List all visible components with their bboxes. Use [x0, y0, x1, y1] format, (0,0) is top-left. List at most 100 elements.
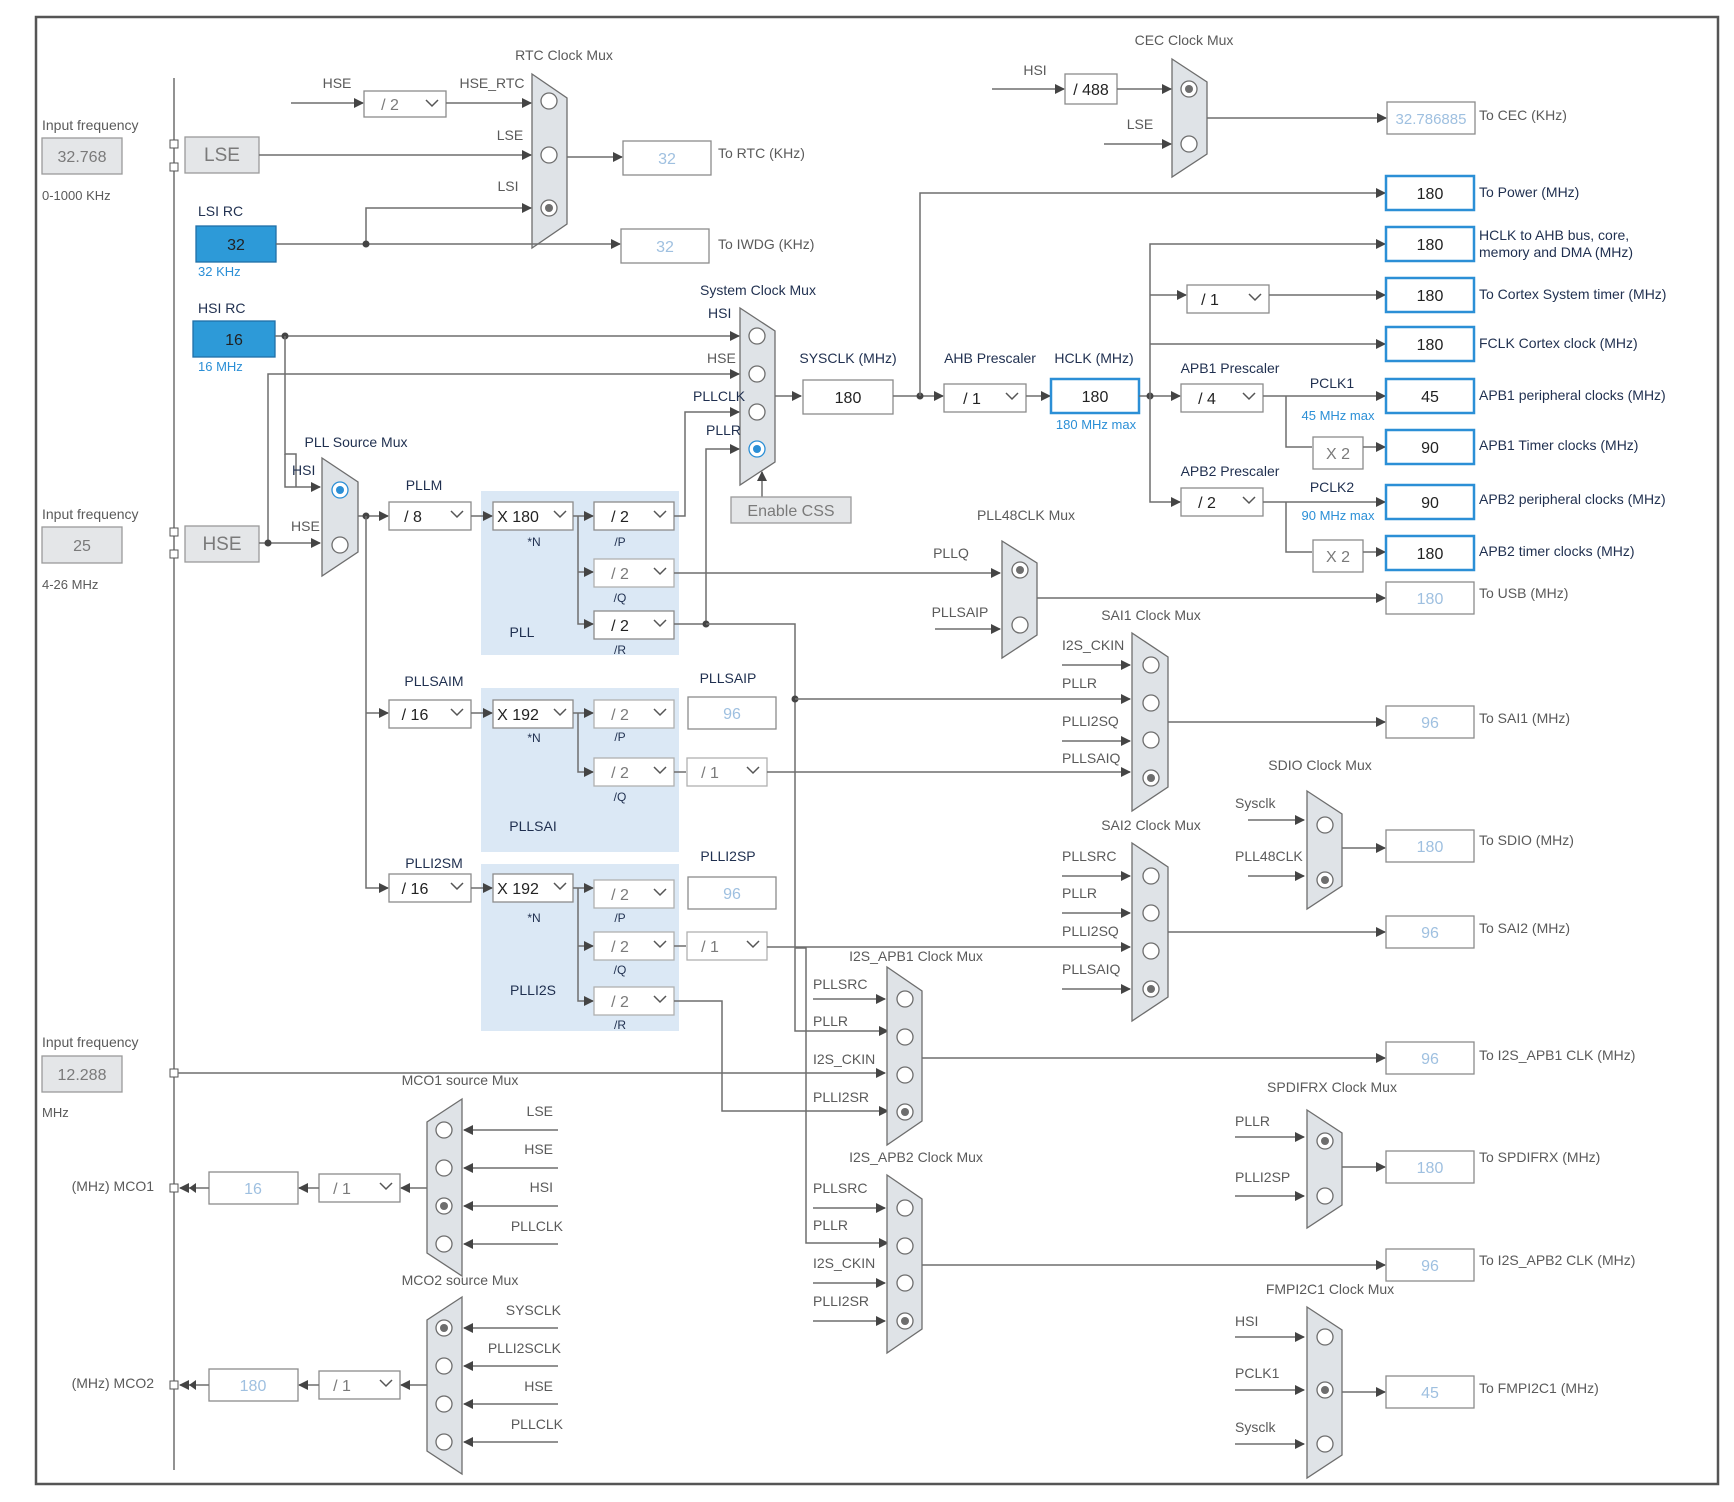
pll48clk-mux[interactable] — [1001, 539, 1038, 660]
enable-css-button[interactable] — [730, 496, 852, 524]
i2s-apb1-radio-i2s-ckin[interactable] — [896, 1066, 914, 1084]
i2s-apb1-radio-pllr[interactable] — [896, 1028, 914, 1046]
i2s-apb2-radio-i2s-ckin[interactable] — [896, 1274, 914, 1292]
sdio-output-field[interactable] — [1385, 829, 1475, 863]
pllsaiq-divider-value: / 1 — [701, 765, 719, 782]
sysclk-radio-hsi[interactable] — [748, 327, 766, 345]
mco2-radio-pllclk[interactable] — [435, 1433, 453, 1451]
fmpi2c1-radio-sysclk[interactable] — [1316, 1435, 1334, 1453]
apb2-timer-multiplier[interactable] — [1312, 539, 1364, 573]
cortex-output-field[interactable] — [1384, 276, 1476, 314]
apb2-peripheral-output-field[interactable] — [1384, 483, 1476, 521]
pllm-select[interactable] — [388, 501, 472, 531]
sai1-pllsaiq-label: PLLSAIQ — [1062, 750, 1120, 766]
double-arrow-icon — [189, 1380, 196, 1390]
pllp-value: / 2 — [611, 509, 629, 526]
system-clock-mux[interactable] — [739, 306, 776, 487]
sai2-clock-mux[interactable] — [1131, 841, 1169, 1023]
power-output-field[interactable] — [1384, 174, 1476, 212]
sai1-clock-mux[interactable] — [1131, 631, 1169, 813]
pllsaiq-value: / 2 — [611, 765, 629, 782]
apb1-timer-multiplier[interactable] — [1312, 436, 1364, 470]
i2s-apb1-output-field[interactable] — [1385, 1041, 1475, 1075]
lse-block[interactable] — [184, 136, 260, 174]
cec-divider-field[interactable] — [1064, 73, 1118, 105]
rtc-hse-divider-select[interactable] — [363, 90, 447, 118]
sdio-radio-sysclk[interactable] — [1316, 816, 1334, 834]
i2s-apb2-output-field[interactable] — [1385, 1248, 1475, 1282]
sai2-radio-plli2sq[interactable] — [1142, 942, 1160, 960]
hclk-label: HCLK (MHz) — [1054, 350, 1133, 366]
fmpi2c1-radio-hsi[interactable] — [1316, 1328, 1334, 1346]
pll-source-radio-hse[interactable] — [331, 536, 349, 554]
lsi-rc-block[interactable] — [195, 225, 277, 263]
i2s-apb2-clock-mux[interactable] — [886, 1173, 923, 1355]
sai2-radio-pllr[interactable] — [1142, 904, 1160, 922]
sai1-radio-pllr[interactable] — [1142, 694, 1160, 712]
pll48-radio-pllsaip[interactable] — [1011, 616, 1029, 634]
usb-output-field[interactable] — [1385, 581, 1475, 615]
apb1-timer-output-label: APB1 Timer clocks (MHz) — [1479, 437, 1638, 453]
mco2-radio-plli2sclk[interactable] — [435, 1357, 453, 1375]
sai2-radio-pllsrc[interactable] — [1142, 867, 1160, 885]
i2s-apb2-radio-pllsrc[interactable] — [896, 1199, 914, 1217]
apb2-timer-output-field[interactable] — [1384, 534, 1476, 572]
cec-output-field[interactable] — [1386, 101, 1476, 135]
mco1-radio-lse[interactable] — [435, 1121, 453, 1139]
rtc-radio-hse[interactable] — [540, 92, 558, 110]
sysclk-field[interactable] — [802, 379, 894, 415]
rtc-radio-lse[interactable] — [540, 146, 558, 164]
plli2sp-output-field[interactable] — [687, 876, 777, 910]
rtc-output-field[interactable] — [622, 140, 712, 176]
hse-block[interactable] — [184, 525, 260, 563]
hse-frequency-input[interactable] — [41, 526, 123, 564]
mco2-source-mux[interactable] — [426, 1295, 463, 1476]
apb1-timer-multiplier-value: X 2 — [1326, 446, 1350, 463]
chevron-down-icon — [1248, 293, 1262, 302]
sai1-output-field[interactable] — [1385, 705, 1475, 739]
apb1-timer-output-field[interactable] — [1384, 428, 1476, 466]
mco1-source-mux-group: MCO1 source Mux LSE HSE HSI PLLCLK / 1 1… — [72, 1072, 564, 1278]
spdifrx-clock-mux[interactable] — [1306, 1108, 1343, 1230]
mco2-radio-hse[interactable] — [435, 1395, 453, 1413]
spdifrx-radio-plli2sp[interactable] — [1316, 1187, 1334, 1205]
pllsaip-output-field[interactable] — [687, 696, 777, 730]
i2s-apb2-radio-pllr[interactable] — [896, 1237, 914, 1255]
sai2-pllsrc-label: PLLSRC — [1062, 848, 1116, 864]
chevron-down-icon — [1005, 392, 1019, 401]
mco1-source-mux[interactable] — [426, 1097, 463, 1278]
spdifrx-output-field[interactable] — [1385, 1150, 1475, 1184]
fclk-output-field[interactable] — [1384, 325, 1476, 363]
pllsaiq-divider-select[interactable] — [686, 757, 768, 787]
hsi-rc-block[interactable] — [192, 320, 276, 358]
i2s-apb1-radio-pllsrc[interactable] — [896, 990, 914, 1008]
lse-input-frequency-label: Input frequency — [42, 117, 139, 133]
mco1-radio-pllclk[interactable] — [435, 1235, 453, 1253]
mco1-radio-hse[interactable] — [435, 1159, 453, 1177]
iwdg-output-field[interactable] — [620, 228, 710, 264]
pllsain-value: X 192 — [497, 707, 539, 724]
cec-clock-mux[interactable] — [1171, 57, 1208, 179]
mco2-label: (MHz) MCO2 — [72, 1375, 155, 1391]
i2s-apb1-pllsrc-label: PLLSRC — [813, 976, 867, 992]
i2s-frequency-input[interactable] — [41, 1055, 123, 1093]
sai1-radio-i2s-ckin[interactable] — [1142, 656, 1160, 674]
lse-frequency-input[interactable] — [41, 137, 123, 175]
fmpi2c1-output-field[interactable] — [1385, 1375, 1475, 1409]
sdio-clock-mux[interactable] — [1306, 789, 1343, 911]
i2s-apb1-clock-mux[interactable] — [886, 965, 923, 1147]
mco2-output-field[interactable] — [208, 1368, 299, 1402]
cec-radio-lse[interactable] — [1180, 135, 1198, 153]
sysclk-pllr-label: PLLR — [706, 422, 741, 438]
pll-source-mux[interactable] — [321, 456, 359, 578]
plli2sm-value: / 16 — [402, 881, 429, 898]
sai2-output-field[interactable] — [1385, 915, 1475, 949]
i2s-apb2-i2s-ckin-label: I2S_CKIN — [813, 1255, 875, 1271]
sysclk-radio-pllclk[interactable] — [748, 403, 766, 421]
sysclk-radio-hse[interactable] — [748, 365, 766, 383]
hclk-output-field[interactable] — [1384, 225, 1476, 263]
pll-source-mux-group: PLL Source Mux HSI HSE — [291, 434, 407, 893]
mco2-pllclk-label: PLLCLK — [511, 1416, 564, 1432]
sai1-radio-plli2sq[interactable] — [1142, 731, 1160, 749]
apb1-peripheral-output-field[interactable] — [1384, 377, 1476, 415]
